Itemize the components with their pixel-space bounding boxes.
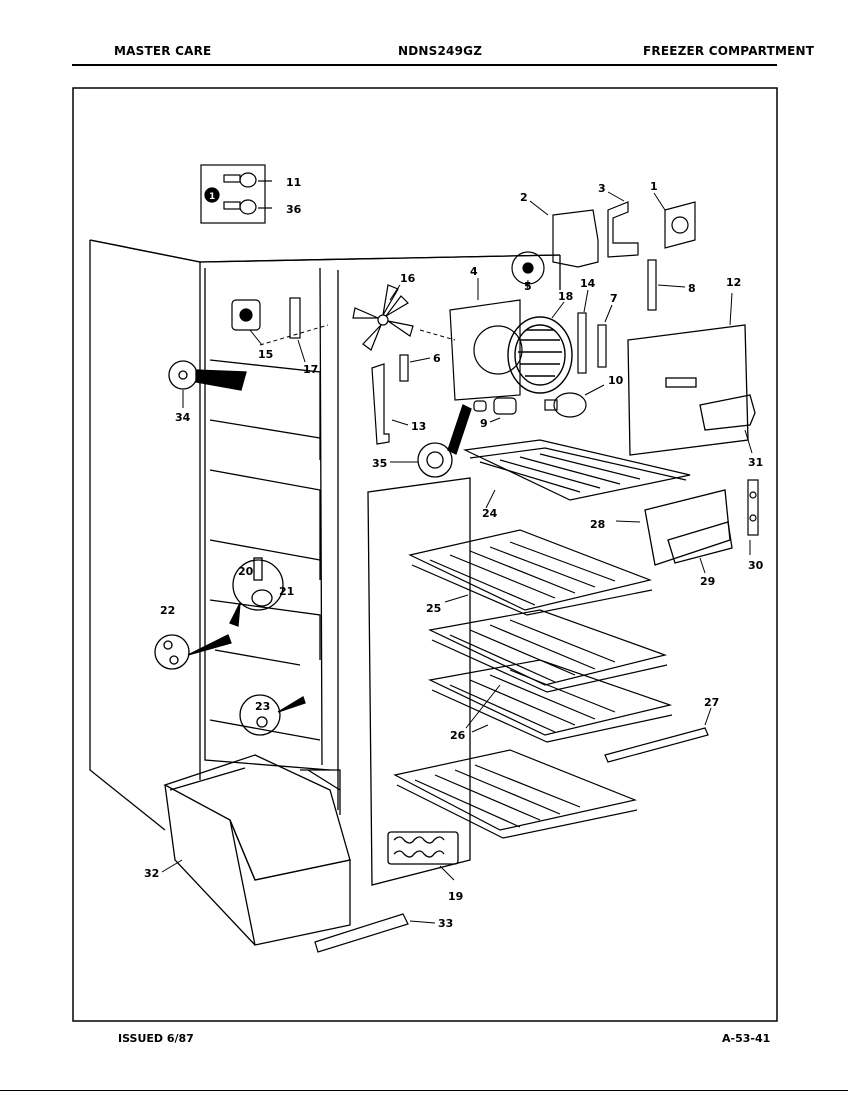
footer-rule bbox=[0, 1090, 848, 1091]
callout-10: 10 bbox=[608, 374, 624, 387]
callout-24: 24 bbox=[482, 507, 498, 520]
detail-34 bbox=[168, 360, 247, 391]
callout-34: 34 bbox=[175, 411, 191, 424]
detail-23 bbox=[239, 694, 306, 736]
callout-8: 8 bbox=[688, 282, 696, 295]
callout-14: 14 bbox=[580, 277, 596, 290]
callout-18: 18 bbox=[558, 290, 573, 303]
back-panel bbox=[367, 477, 471, 886]
inset-marker: 1 bbox=[209, 192, 215, 202]
header-rule bbox=[72, 64, 777, 66]
model-number: NDNS249GZ bbox=[398, 44, 483, 58]
callout-labels: 1 2 3 4 5 6 7 8 9 10 11 12 13 14 15 16 1… bbox=[144, 176, 764, 930]
callout-11: 11 bbox=[286, 176, 301, 189]
callout-30: 30 bbox=[748, 559, 764, 572]
callout-33: 33 bbox=[438, 917, 453, 930]
callout-22: 22 bbox=[160, 604, 175, 617]
inset-box bbox=[200, 164, 272, 224]
callout-35: 35 bbox=[372, 457, 387, 470]
callout-6: 6 bbox=[433, 352, 441, 365]
callout-12: 12 bbox=[726, 276, 741, 289]
diagram-frame bbox=[72, 87, 778, 1022]
evaporator-cover bbox=[449, 299, 523, 401]
fan-blade bbox=[352, 284, 414, 351]
callout-28: 28 bbox=[590, 518, 605, 531]
callout-23: 23 bbox=[255, 700, 270, 713]
bracket-13 bbox=[371, 363, 390, 445]
brand-label: MASTER CARE bbox=[114, 44, 212, 58]
detail-22 bbox=[154, 634, 232, 670]
callout-5: 5 bbox=[524, 280, 532, 293]
strip-33 bbox=[314, 913, 409, 953]
callout-19: 19 bbox=[448, 890, 463, 903]
callout-17: 17 bbox=[303, 363, 318, 376]
strips bbox=[399, 259, 657, 382]
callout-36: 36 bbox=[286, 203, 302, 216]
detail-20-21 bbox=[229, 557, 284, 627]
callout-26: 26 bbox=[450, 729, 466, 742]
brackets bbox=[552, 201, 696, 268]
shelf-26-lower bbox=[428, 659, 673, 743]
shelf-24 bbox=[462, 439, 691, 501]
callout-9: 9 bbox=[480, 417, 488, 430]
handle-31 bbox=[699, 394, 756, 431]
shelf-bottom bbox=[393, 749, 638, 839]
callout-3: 3 bbox=[598, 182, 606, 195]
callout-25: 25 bbox=[426, 602, 441, 615]
part-15 bbox=[231, 299, 261, 331]
bin-32 bbox=[163, 754, 351, 946]
issued-date: ISSUED 6/87 bbox=[118, 1032, 194, 1045]
callout-32: 32 bbox=[144, 867, 159, 880]
light-bulb bbox=[473, 392, 587, 418]
page-code: A-53-41 bbox=[722, 1032, 771, 1045]
leader-lines bbox=[161, 191, 753, 924]
callout-15: 15 bbox=[258, 348, 273, 361]
callout-1: 1 bbox=[650, 180, 658, 193]
callout-4: 4 bbox=[470, 265, 478, 278]
shelf-26-upper bbox=[428, 609, 668, 693]
section-title: FREEZER COMPARTMENT bbox=[643, 44, 815, 58]
callout-16: 16 bbox=[400, 272, 416, 285]
light-cover bbox=[507, 316, 573, 394]
strip-27 bbox=[604, 727, 709, 763]
roller-35 bbox=[417, 404, 472, 478]
callout-2: 2 bbox=[520, 191, 528, 204]
bracket-30 bbox=[747, 479, 759, 536]
cabinet bbox=[89, 239, 561, 831]
cover-panel bbox=[627, 324, 749, 456]
part-17 bbox=[289, 297, 301, 339]
callout-21: 21 bbox=[279, 585, 294, 598]
callout-29: 29 bbox=[700, 575, 715, 588]
callout-20: 20 bbox=[238, 565, 254, 578]
ice-bin bbox=[644, 489, 733, 566]
callout-13: 13 bbox=[411, 420, 426, 433]
callout-7: 7 bbox=[610, 292, 618, 305]
callout-27: 27 bbox=[704, 696, 719, 709]
shelf-25 bbox=[408, 529, 653, 616]
callout-31: 31 bbox=[748, 456, 763, 469]
